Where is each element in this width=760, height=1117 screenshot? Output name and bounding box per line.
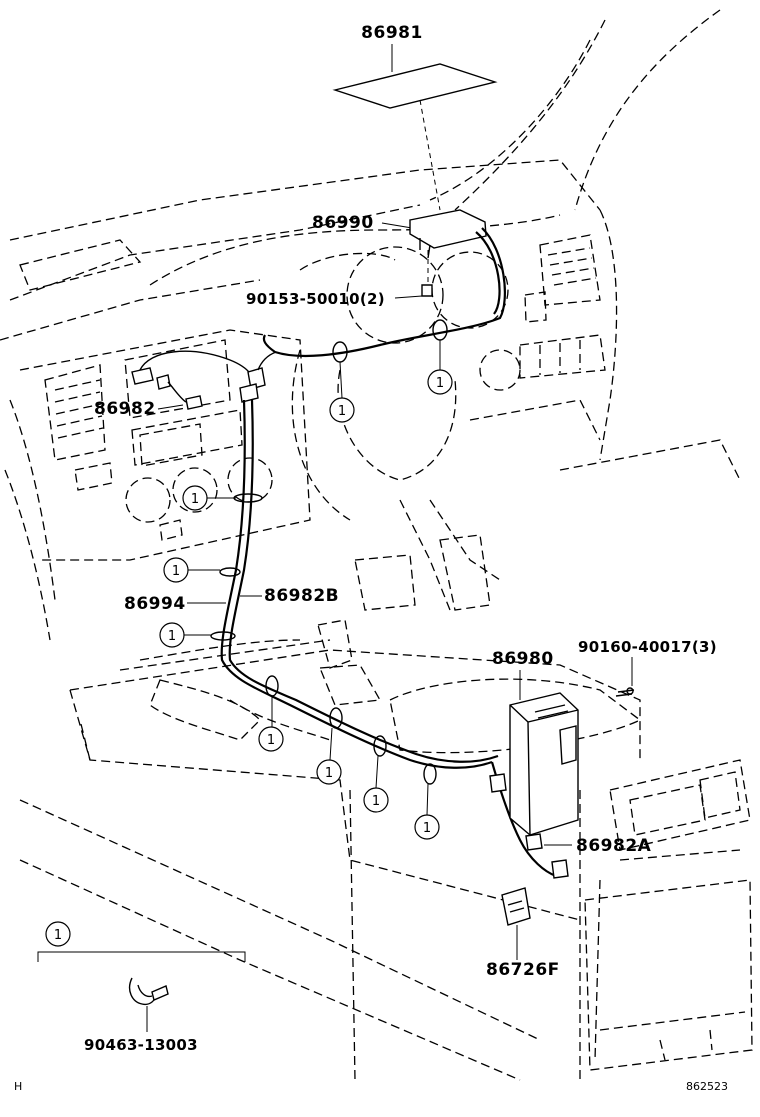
- receiver-unit-shape: [509, 692, 579, 836]
- footer-left-code: H: [14, 1080, 22, 1093]
- label-86982: 86982: [94, 399, 156, 419]
- callout-circle: [414, 814, 440, 840]
- part-86982B: 86982B: [240, 586, 339, 606]
- callout-text: 1: [325, 766, 333, 781]
- label-90153: 90153-50010(2): [246, 290, 385, 308]
- callout-circle: [163, 557, 189, 583]
- part-86982: 86982: [94, 350, 277, 419]
- label-86982B: 86982B: [264, 586, 339, 606]
- part-86726F: 86726F: [486, 887, 560, 980]
- callout-text: 1: [191, 492, 199, 507]
- callout-markers: 1 1 1 1 1 1 1 1 1: [159, 340, 453, 840]
- part-86981: 86981: [332, 23, 498, 211]
- clamp-icon: [128, 977, 157, 1006]
- callout-text: 1: [423, 821, 431, 836]
- callout-text: 1: [172, 564, 180, 579]
- label-86982A: 86982A: [576, 836, 652, 856]
- label-86726F: 86726F: [486, 960, 560, 980]
- callout-text: 1: [372, 794, 380, 809]
- clamp-legend: 1 90463-13003: [37, 921, 246, 1054]
- callout-circle: [427, 369, 453, 395]
- callout-circle: [258, 726, 284, 752]
- callout-text: 1: [436, 376, 444, 391]
- main-harness: [210, 319, 569, 879]
- callout-circle: [363, 787, 389, 813]
- label-86981: 86981: [361, 23, 423, 43]
- label-90463: 90463-13003: [84, 1036, 198, 1054]
- label-90160: 90160-40017(3): [578, 638, 717, 656]
- callout-circle: [182, 485, 208, 511]
- connector-icon: [131, 367, 154, 385]
- label-86990: 86990: [312, 213, 374, 233]
- label-86994: 86994: [124, 594, 186, 614]
- callout-circle: [316, 759, 342, 785]
- dashboard-outline: [0, 9, 753, 1081]
- callout-circle: [159, 622, 185, 648]
- callout-circle: [329, 397, 355, 423]
- bolt-icon: [421, 284, 433, 297]
- label-86980: 86980: [492, 649, 554, 669]
- part-86994: 86994: [124, 594, 226, 614]
- legend-marker: 1: [54, 928, 62, 943]
- legend-callout-circle: [45, 921, 71, 947]
- callout-text: 1: [338, 404, 346, 419]
- part-86982A: 86982A: [544, 836, 652, 856]
- label-sheet-shape: [332, 63, 498, 109]
- bracket-shape: [501, 887, 531, 926]
- callout-text: 1: [267, 733, 275, 748]
- part-86980: 86980 90160-40017(3): [492, 638, 717, 836]
- footer-right-code: 862523: [686, 1080, 728, 1093]
- callout-text: 1: [168, 629, 176, 644]
- amplifier-unit-shape: [409, 209, 487, 249]
- part-86990: 86990 90153-50010(2): [246, 209, 506, 358]
